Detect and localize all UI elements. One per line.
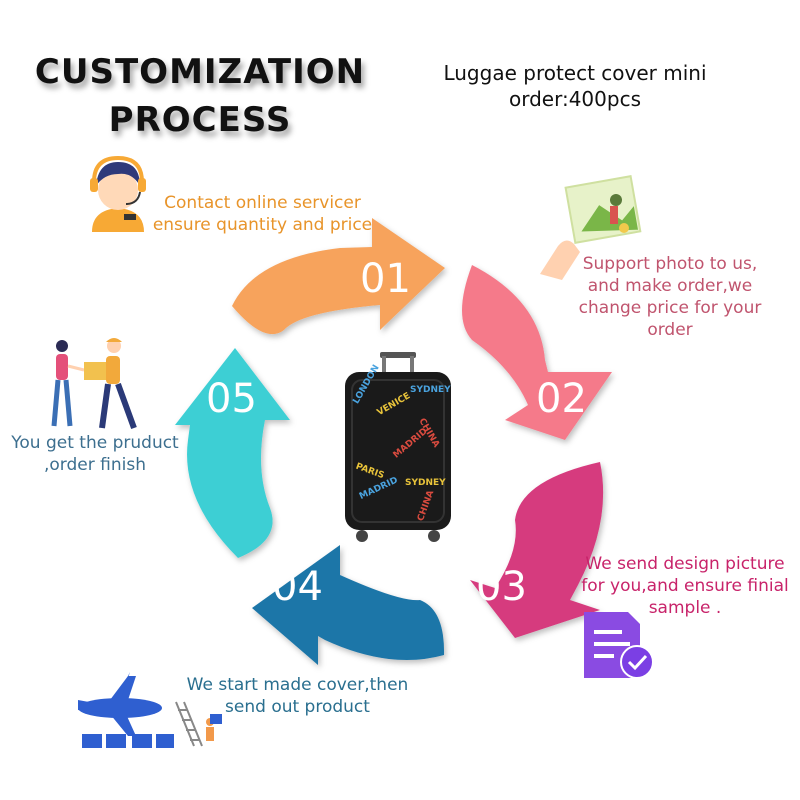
delivery-people-icon	[51, 338, 137, 430]
title-line-2: PROCESS	[108, 100, 292, 140]
page-title: CUSTOMIZATION PROCESS	[30, 48, 370, 144]
step-1-arrow	[232, 218, 445, 335]
step-3-arrow	[470, 462, 604, 638]
step-2-number: 02	[536, 376, 587, 422]
document-check-icon	[584, 612, 654, 679]
step-3-number: 03	[476, 564, 527, 610]
step-4-number: 04	[272, 564, 323, 610]
step-3-line-1: We send design picture	[585, 554, 785, 574]
step-4-arrow	[252, 545, 445, 665]
step-1-description: Contact online servicer ensure quantity …	[150, 192, 375, 236]
moq-line-2: order:400pcs	[508, 87, 641, 111]
airplane-cargo-icon	[78, 672, 222, 748]
step-5-arrow	[175, 348, 290, 558]
step-3-line-3: sample .	[648, 598, 722, 618]
moq-line-1: Luggae protect cover mini	[443, 61, 707, 85]
step-5-number: 05	[206, 376, 257, 422]
step-2-line-3: change price for your	[578, 298, 762, 318]
customer-service-icon	[90, 155, 146, 232]
suitcase-label: SYDNEY	[410, 385, 451, 395]
title-line-1: CUSTOMIZATION	[34, 52, 366, 92]
step-4-line-1: We start made cover,then	[186, 675, 409, 695]
step-3-line-2: for you,and ensure finial	[581, 576, 789, 596]
minimum-order-note: Luggae protect cover mini order:400pcs	[405, 60, 745, 112]
step-2-line-1: Support photo to us,	[582, 254, 758, 274]
step-5-line-2: ,order finish	[44, 455, 146, 475]
suitcase-image: LONDON VENICE CHINA SYDNEY MADRID PARIS …	[345, 352, 451, 542]
step-5-description: You get the pruduct ,order finish	[5, 432, 185, 476]
step-2-line-4: order	[647, 320, 693, 340]
photo-hand-icon	[540, 175, 642, 280]
suitcase-label: SYDNEY	[405, 478, 446, 488]
step-4-line-2: send out product	[225, 697, 370, 717]
step-3-description: We send design picture for you,and ensur…	[575, 553, 795, 619]
step-4-description: We start made cover,then send out produc…	[180, 674, 415, 718]
step-1-line-2: ensure quantity and price	[152, 215, 373, 235]
step-2-description: Support photo to us, and make order,we c…	[570, 253, 770, 341]
step-2-line-2: and make order,we	[587, 276, 753, 296]
step-1-number: 01	[360, 256, 411, 302]
step-2-arrow	[462, 265, 612, 440]
step-1-line-1: Contact online servicer	[164, 193, 361, 213]
step-5-line-1: You get the pruduct	[11, 433, 179, 453]
